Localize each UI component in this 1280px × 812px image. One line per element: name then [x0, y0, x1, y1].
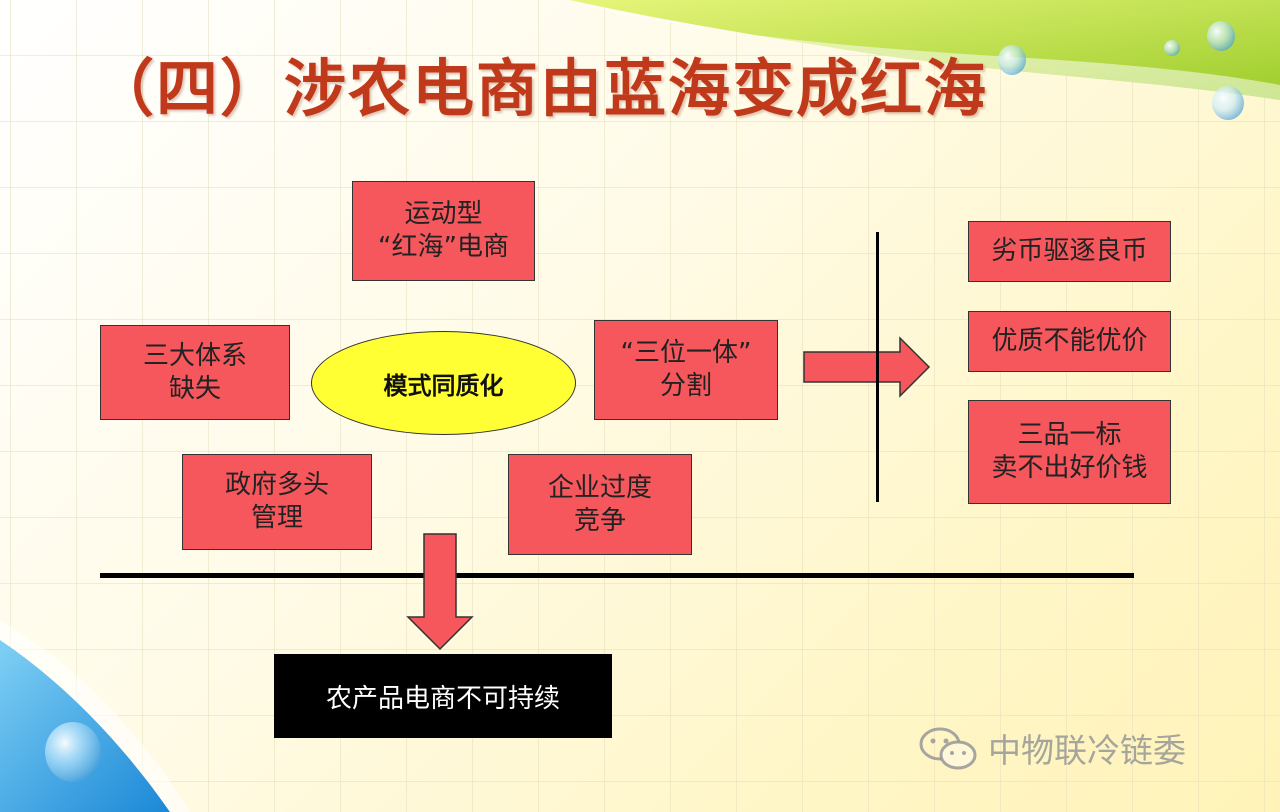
effect-box-3: 三品一标 卖不出好价钱	[968, 400, 1171, 504]
cause-box-santixi: 三大体系 缺失	[100, 325, 290, 420]
cause-line: 运动型	[404, 198, 482, 231]
cause-box-zhengfu: 政府多头 管理	[182, 454, 372, 550]
wechat-icon	[918, 724, 980, 772]
effect-line: 劣币驱逐良币	[991, 235, 1147, 268]
cause-box-sanwei: “三位一体” 分割	[594, 320, 778, 420]
effect-line: 卖不出好价钱	[991, 452, 1147, 485]
center-ellipse: 模式同质化	[311, 331, 576, 435]
cause-line: “红海”电商	[378, 231, 509, 264]
water-drop	[45, 722, 101, 782]
water-drop	[1212, 86, 1244, 120]
down-arrow	[406, 533, 474, 651]
conclusion-box: 农产品电商不可持续	[274, 654, 612, 738]
cause-box-yundong: 运动型 “红海”电商	[352, 181, 535, 281]
water-drop	[1164, 40, 1180, 56]
water-drop	[1207, 21, 1235, 51]
cause-box-qiye: 企业过度 竞争	[508, 454, 692, 555]
right-arrow	[803, 336, 931, 398]
page-title: （四）涉农电商由蓝海变成红海	[92, 38, 988, 128]
watermark-text: 中物联冷链委	[988, 724, 1186, 772]
cause-line: 缺失	[169, 373, 221, 406]
cause-line: “三位一体”	[621, 337, 752, 370]
cause-line: 分割	[660, 370, 712, 403]
divider-vertical	[876, 232, 879, 502]
watermark: 中物联冷链委	[918, 724, 1186, 772]
cause-line: 三大体系	[143, 340, 247, 373]
divider-horizontal	[100, 573, 1134, 578]
effect-line: 三品一标	[1017, 419, 1121, 452]
cause-line: 企业过度	[548, 472, 652, 505]
cause-line: 政府多头	[225, 469, 329, 502]
effect-box-1: 劣币驱逐良币	[968, 221, 1171, 282]
cause-line: 竞争	[574, 505, 626, 538]
water-drop	[998, 45, 1026, 75]
cause-line: 管理	[251, 502, 303, 535]
effect-box-2: 优质不能优价	[968, 311, 1171, 372]
effect-line: 优质不能优价	[991, 325, 1147, 358]
